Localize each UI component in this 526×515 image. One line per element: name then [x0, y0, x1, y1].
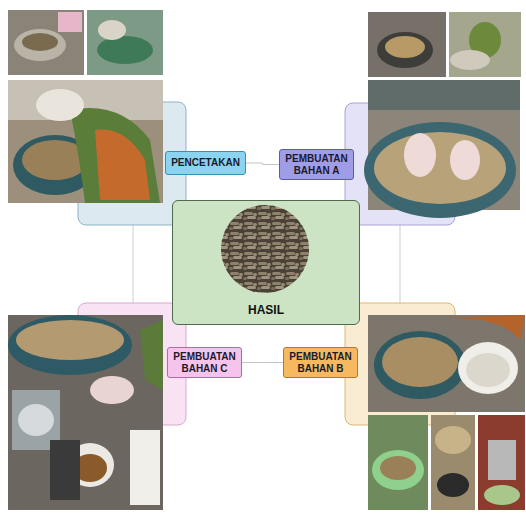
branch-line: [400, 225, 401, 303]
step-label: PEMBUATAN BAHAN B: [283, 347, 358, 378]
result-title: HASIL: [173, 304, 359, 318]
branch-line: [133, 225, 134, 303]
photo: [8, 315, 163, 510]
photo: [364, 12, 521, 218]
pellet-photo: [173, 201, 361, 301]
step-label: PEMBUATAN BAHAN A: [279, 149, 354, 180]
step-title: PEMBUATAN BAHAN B: [288, 351, 353, 374]
step-title: PENCETAKAN: [171, 157, 240, 169]
step-label: PEMBUATAN BAHAN C: [167, 347, 242, 378]
connector-line: [242, 362, 283, 363]
step-label: PENCETAKAN: [165, 151, 246, 175]
photo: [8, 10, 163, 203]
connector-line: [246, 163, 279, 165]
result-box: HASIL: [172, 200, 360, 325]
step-title: PEMBUATAN BAHAN C: [172, 351, 237, 374]
step-title: PEMBUATAN BAHAN A: [284, 153, 349, 176]
photo: [368, 315, 525, 510]
